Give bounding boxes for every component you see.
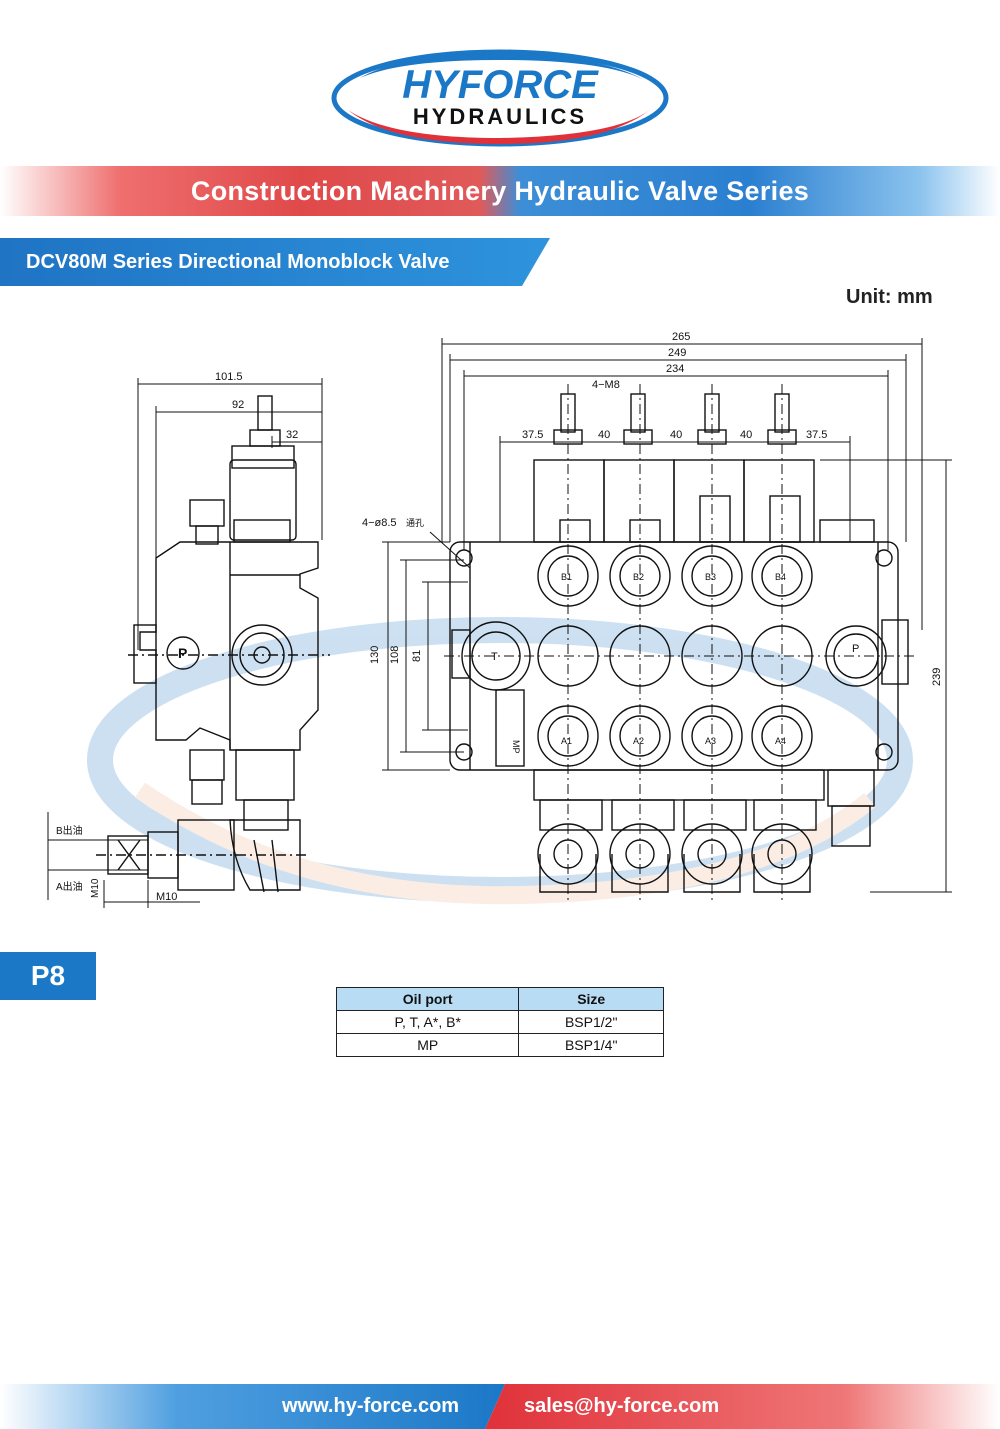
pitch-2: 40 bbox=[598, 429, 610, 441]
cell-size: BSP1/4" bbox=[518, 1033, 664, 1057]
footer-website-link[interactable]: www.hy-force.com bbox=[282, 1395, 460, 1417]
front-view bbox=[382, 338, 952, 900]
port-a1: A1 bbox=[561, 736, 572, 746]
watermark bbox=[87, 617, 913, 905]
series-title: DCV80M Series Directional Monoblock Valv… bbox=[26, 251, 450, 273]
port-b4: B4 bbox=[775, 572, 786, 582]
port-b1: B1 bbox=[561, 572, 572, 582]
dim-92: 92 bbox=[232, 399, 244, 411]
pitch-3: 40 bbox=[670, 429, 682, 441]
front-port-p: P bbox=[852, 643, 859, 655]
pitch-5: 37.5 bbox=[806, 429, 827, 441]
logo-line2: HYDRAULICS bbox=[413, 104, 587, 129]
oil-port-table: Oil port Size P, T, A*, B* BSP1/2" MP BS… bbox=[335, 987, 664, 1057]
dim-130: 130 bbox=[369, 646, 381, 664]
cell-port: P, T, A*, B* bbox=[335, 1010, 520, 1034]
port-mp: MP bbox=[511, 740, 521, 754]
dim-m10-vertical: M10 bbox=[90, 878, 101, 898]
dim-81: 81 bbox=[411, 650, 423, 662]
port-a2: A2 bbox=[633, 736, 644, 746]
hyforce-logo: HYFORCE HYDRAULICS bbox=[331, 49, 669, 147]
dim-265: 265 bbox=[672, 331, 690, 343]
b-outlet-label: B出油 bbox=[56, 824, 83, 837]
port-b3: B3 bbox=[705, 572, 716, 582]
dim-108: 108 bbox=[389, 646, 401, 664]
port-a4: A4 bbox=[775, 736, 786, 746]
pitch-1: 37.5 bbox=[522, 429, 543, 441]
port-b2: B2 bbox=[633, 572, 644, 582]
dim-249: 249 bbox=[668, 347, 686, 359]
series-tab bbox=[0, 238, 550, 286]
page-number-badge: P8 bbox=[0, 952, 96, 1000]
holes-4-d8-5: 4−ø8.5 bbox=[362, 517, 397, 529]
table-header-row: Oil port Size bbox=[335, 987, 664, 1011]
holes-note: 通孔 bbox=[406, 518, 424, 528]
dim-234: 234 bbox=[666, 363, 684, 375]
port-a3: A3 bbox=[705, 736, 716, 746]
cell-port: MP bbox=[335, 1033, 520, 1057]
header-oil-port: Oil port bbox=[335, 987, 520, 1011]
thread-4-m8: 4−M8 bbox=[592, 379, 620, 391]
a-outlet-label: A出油 bbox=[56, 880, 83, 893]
banner-title: Construction Machinery Hydraulic Valve S… bbox=[190, 176, 810, 206]
logo-line1: HYFORCE bbox=[402, 63, 599, 107]
footer-bar bbox=[0, 1384, 1000, 1429]
series-banner bbox=[0, 166, 1000, 216]
header-size: Size bbox=[518, 987, 664, 1011]
table-row: MP BSP1/4" bbox=[335, 1033, 664, 1057]
dim-239: 239 bbox=[931, 668, 943, 686]
pitch-4: 40 bbox=[740, 429, 752, 441]
dim-101-5: 101.5 bbox=[215, 371, 243, 383]
valve-technical-drawing: 101.5 92 32 P B出油 A出油 M10 M10 265 249 23… bbox=[47, 331, 952, 908]
footer-email-link[interactable]: sales@hy-force.com bbox=[524, 1395, 720, 1417]
dim-32: 32 bbox=[286, 429, 298, 441]
dim-m10-horizontal: M10 bbox=[156, 891, 177, 903]
table-row: P, T, A*, B* BSP1/2" bbox=[335, 1010, 664, 1034]
front-port-t: T bbox=[491, 651, 498, 663]
side-view bbox=[47, 378, 330, 908]
side-port-p: P bbox=[178, 645, 187, 661]
unit-label: Unit: mm bbox=[846, 286, 933, 308]
cell-size: BSP1/2" bbox=[518, 1010, 664, 1034]
